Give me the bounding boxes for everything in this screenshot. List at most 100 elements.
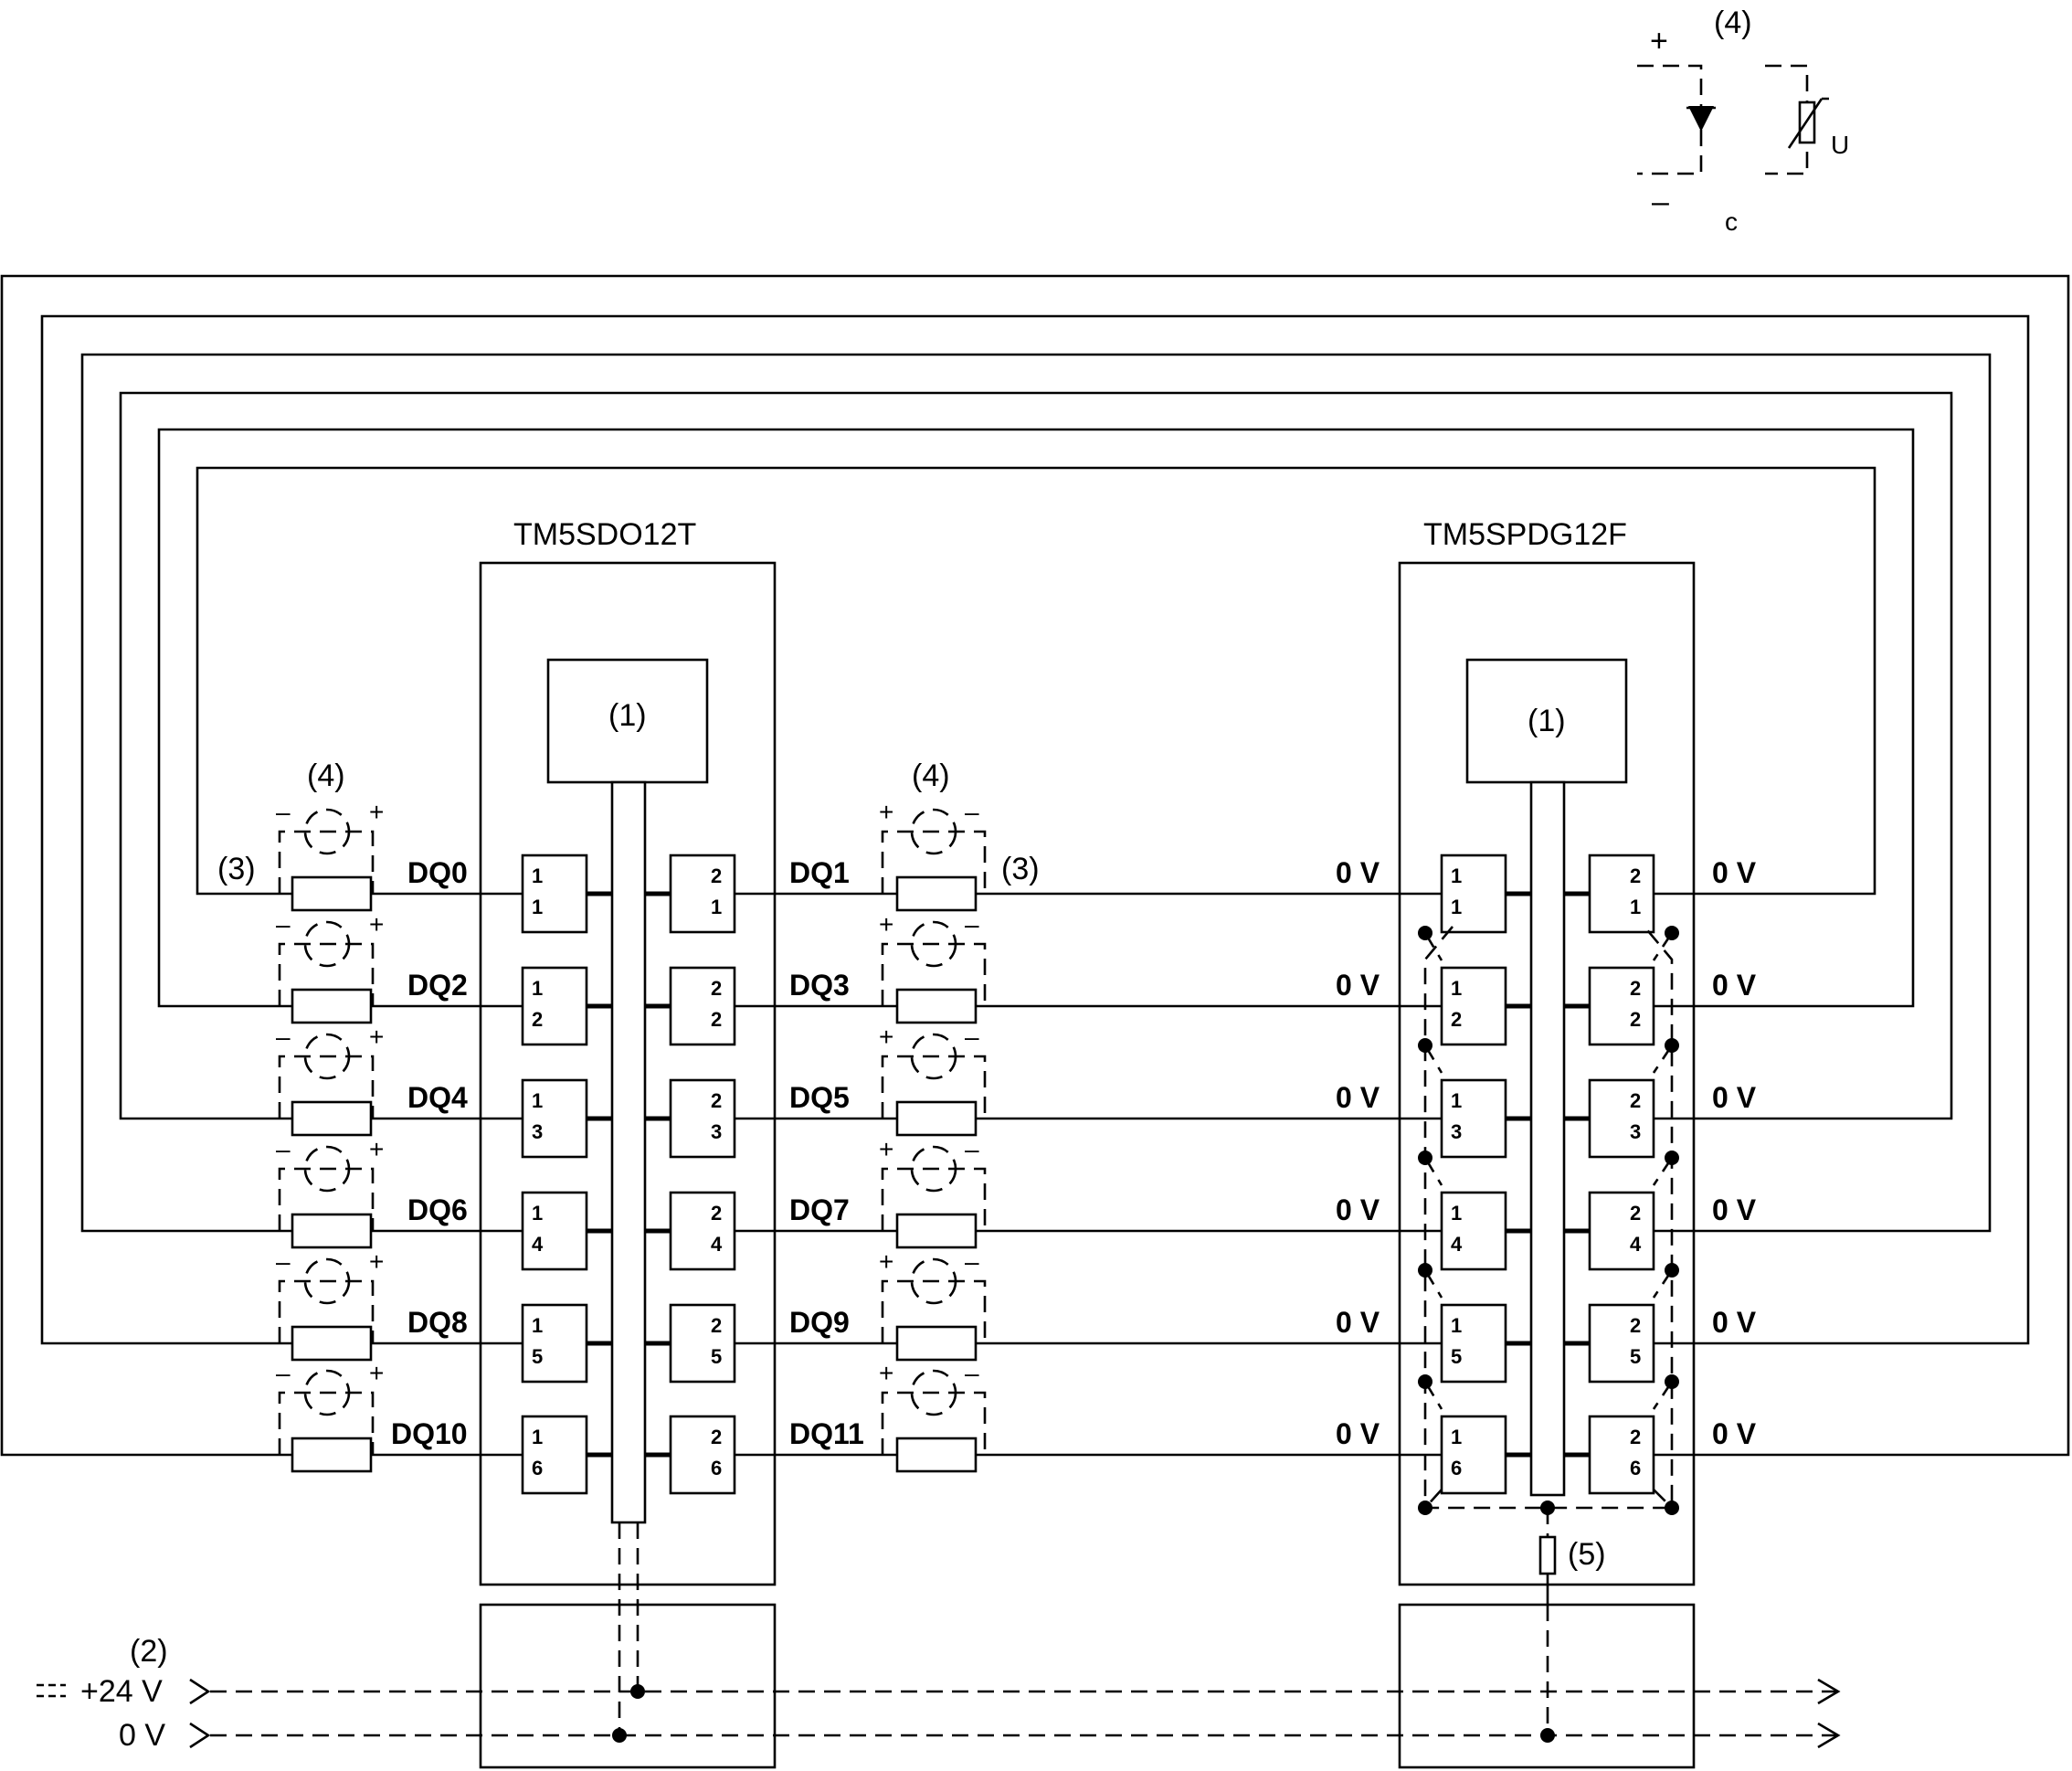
protection-plus: + xyxy=(879,1023,893,1051)
pin-label: 3 xyxy=(1630,1120,1641,1143)
left-output-label: DQ6 xyxy=(407,1193,468,1226)
pin-label: 4 xyxy=(711,1233,723,1256)
terminal xyxy=(1440,1415,1507,1495)
protection-minus: – xyxy=(276,1359,291,1387)
protection-minus: – xyxy=(276,1135,291,1163)
diode-icon xyxy=(1688,106,1714,132)
protection-circuit xyxy=(278,830,375,894)
right-output-label: DQ1 xyxy=(789,856,850,889)
pin-label: 1 xyxy=(1451,977,1462,1000)
pin-label: 1 xyxy=(1451,864,1462,887)
protection-callout: (4) xyxy=(912,758,950,793)
protection-plus: + xyxy=(369,1023,384,1051)
protection-element-icon xyxy=(303,808,351,855)
pin-label: 2 xyxy=(1630,977,1641,1000)
terminal xyxy=(1440,1078,1507,1159)
load-resistor xyxy=(895,875,978,912)
protection-element-icon xyxy=(303,1145,351,1193)
pin-label: 4 xyxy=(1451,1233,1463,1256)
protection-minus: – xyxy=(276,1247,291,1276)
load-resistor xyxy=(895,988,978,1024)
left-power-block xyxy=(479,1603,777,1769)
pin-label: 2 xyxy=(711,1089,722,1112)
arrow-right-icon xyxy=(1817,1722,1841,1749)
protection-element-icon xyxy=(910,1257,957,1305)
protection-circuit xyxy=(881,1279,987,1343)
protection-element-icon xyxy=(303,1033,351,1080)
supply-rails: (2) +24 V 0 V xyxy=(37,1522,1841,1753)
wire-callout: (3) xyxy=(217,852,256,886)
loop-wire xyxy=(80,353,1992,1233)
zero-volt-label: 0 V xyxy=(1712,856,1757,889)
loop-wire xyxy=(0,274,2070,1457)
protection-element-icon xyxy=(303,920,351,968)
protection-circuit xyxy=(278,1167,375,1231)
pin-label: 1 xyxy=(1451,1202,1462,1225)
protection-minus: – xyxy=(965,1247,979,1276)
pin-label: 1 xyxy=(1451,896,1462,918)
left-output-label: DQ4 xyxy=(407,1081,468,1114)
terminal xyxy=(1588,1303,1655,1384)
zero-volt-label: 0 V xyxy=(1712,1306,1757,1339)
left-bus xyxy=(610,780,647,1524)
module-tm5spdg12f: TM5SPDG12F (1) xyxy=(1398,517,1696,1769)
pin-label: 1 xyxy=(532,977,543,1000)
dc-symbol-icon xyxy=(37,1683,66,1698)
loop-wire xyxy=(119,391,1953,1120)
zero-volt-label: 0 V xyxy=(1712,969,1757,1002)
protection-circuit xyxy=(881,1391,987,1455)
terminal xyxy=(521,854,588,934)
zero-volt-label: 0 V xyxy=(1712,1081,1757,1114)
protection-plus: + xyxy=(369,1359,384,1387)
protection-minus: – xyxy=(965,1135,979,1163)
pin-label: 1 xyxy=(1451,1426,1462,1448)
pin-label: 1 xyxy=(532,864,543,887)
terminal xyxy=(1588,1415,1655,1495)
left-output-label: DQ2 xyxy=(407,969,468,1002)
protection-circuit xyxy=(278,1279,375,1343)
terminal xyxy=(1588,1078,1655,1159)
pin-label: 2 xyxy=(711,864,722,887)
load-resistor xyxy=(291,875,373,912)
terminal xyxy=(1440,966,1507,1046)
zero-volt-label: 0 V xyxy=(1336,1417,1380,1450)
supply-callout: (2) xyxy=(130,1634,168,1669)
pin-label: 2 xyxy=(711,1202,722,1225)
right-output-label: DQ11 xyxy=(789,1417,864,1450)
protection-circuit xyxy=(881,1167,987,1231)
pin-label: 2 xyxy=(1630,1008,1641,1031)
module-tm5sdo12t: TM5SDO12T (1) xyxy=(479,517,777,1769)
protection-circuit xyxy=(278,1391,375,1455)
pin-label: 1 xyxy=(532,1089,543,1112)
terminal xyxy=(1440,1303,1507,1384)
zero-volt-label: 0 V xyxy=(1336,969,1380,1002)
pin-label: 2 xyxy=(711,977,722,1000)
protection-plus: + xyxy=(879,1359,893,1387)
terminal xyxy=(521,1078,588,1159)
terminal xyxy=(1588,966,1655,1046)
protection-plus: + xyxy=(369,910,384,939)
protection-element-icon xyxy=(910,1033,957,1080)
terminal xyxy=(669,1078,736,1159)
terminal xyxy=(521,1191,588,1271)
pin-label: 3 xyxy=(1451,1120,1462,1143)
zero-volt-label: 0 V xyxy=(1336,856,1380,889)
protection-legend: (4) + – c U xyxy=(1637,5,1849,236)
protection-minus: – xyxy=(276,910,291,939)
load-resistor xyxy=(895,1437,978,1473)
left-logic-label: (1) xyxy=(608,698,647,733)
terminal xyxy=(1588,854,1655,934)
zero-volt-label: 0 V xyxy=(1336,1306,1380,1339)
load-resistor xyxy=(291,1437,373,1473)
protection-element-icon xyxy=(303,1257,351,1305)
terminal xyxy=(1588,1191,1655,1271)
terminal xyxy=(521,1415,588,1495)
loop-wire xyxy=(40,314,2030,1345)
protection-circuit xyxy=(278,1055,375,1119)
terminal xyxy=(669,1191,736,1271)
pin-label: 4 xyxy=(532,1233,544,1256)
pin-label: 1 xyxy=(1451,1089,1462,1112)
